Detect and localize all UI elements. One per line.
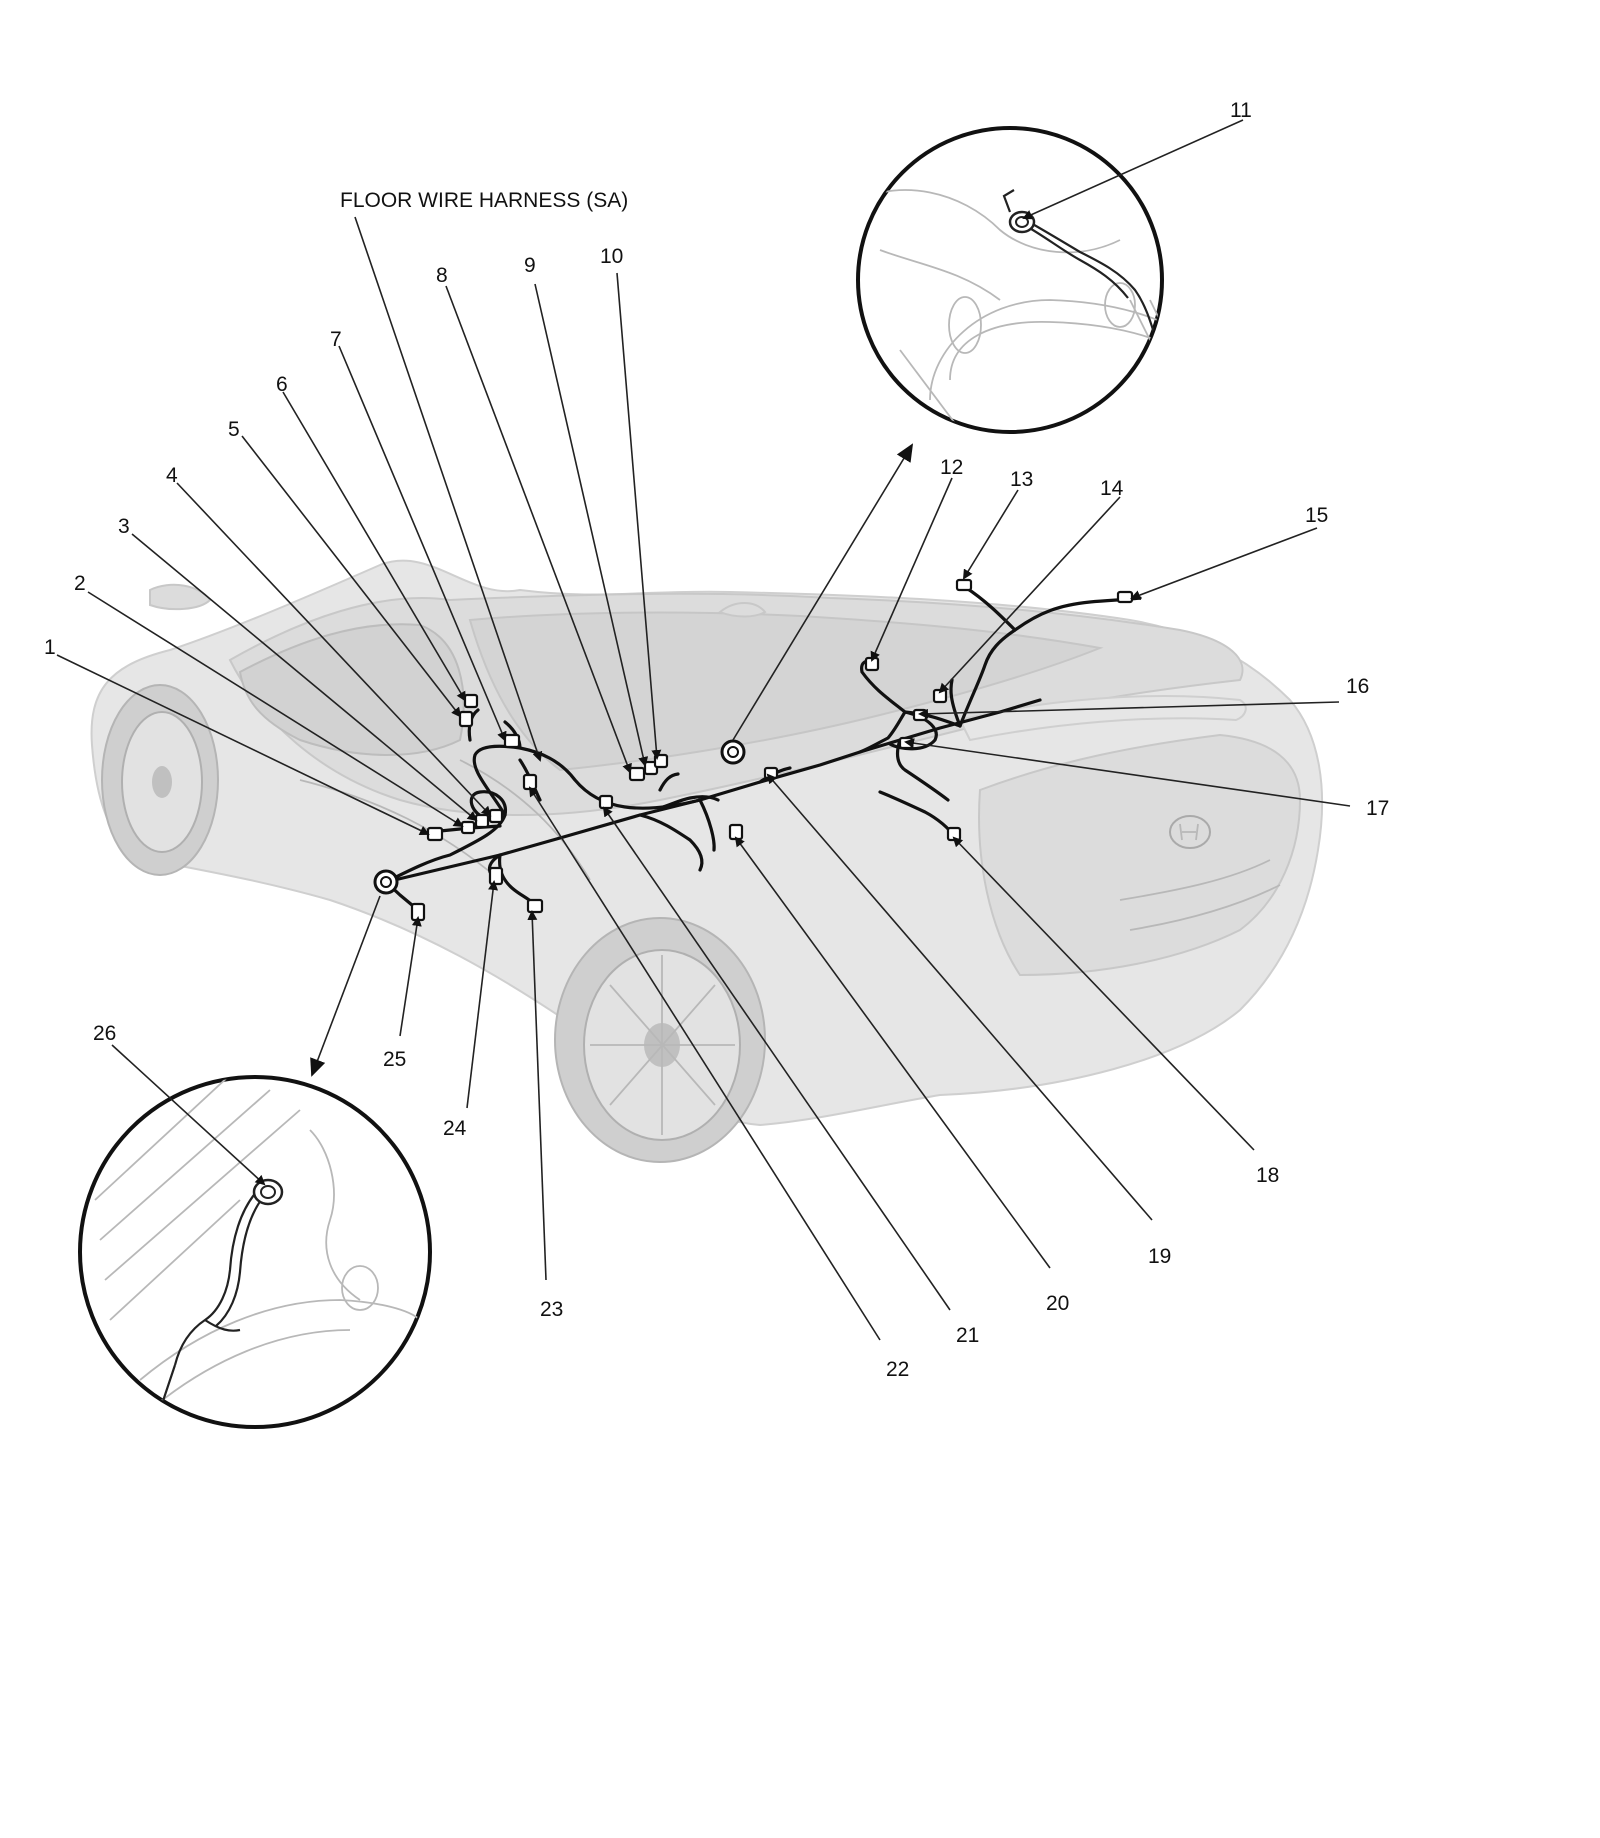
- callout-11: 11: [1230, 99, 1252, 122]
- detail-view-bottom: [78, 1075, 432, 1429]
- callout-7: 7: [330, 328, 342, 351]
- connector-19: [763, 766, 779, 780]
- connector-8: [628, 766, 646, 782]
- callout-18: 18: [1256, 1164, 1279, 1187]
- car-body-illustration: [90, 559, 1324, 1163]
- connector-3: [474, 813, 490, 829]
- callout-4: 4: [166, 464, 178, 487]
- connector-5: [458, 710, 474, 728]
- connector-25: [410, 902, 426, 922]
- callout-13: 13: [1010, 468, 1033, 491]
- connector-6: [463, 693, 479, 709]
- callout-25: 25: [383, 1048, 406, 1071]
- callout-1: 1: [44, 636, 56, 659]
- callout-12: 12: [940, 456, 963, 479]
- callout-26: 26: [93, 1022, 116, 1045]
- connector-1: [426, 826, 444, 842]
- callout-labels: 1 2 3 4 5 6 7 8 9 10 11 12 13 14 15 16 1…: [44, 99, 1389, 1381]
- connector-23: [526, 898, 544, 914]
- callout-23: 23: [540, 1298, 563, 1321]
- callout-20: 20: [1046, 1292, 1069, 1315]
- callout-22: 22: [886, 1358, 909, 1381]
- connector-16: [912, 708, 928, 722]
- callout-21: 21: [956, 1324, 979, 1347]
- callout-19: 19: [1148, 1245, 1171, 1268]
- callout-16: 16: [1346, 675, 1369, 698]
- connector-2: [460, 820, 476, 835]
- callout-6: 6: [276, 373, 288, 396]
- connector-4: [488, 808, 504, 824]
- callout-14: 14: [1100, 477, 1124, 500]
- connector-22: [522, 773, 538, 791]
- callout-5: 5: [228, 418, 240, 441]
- connector-21: [598, 794, 614, 810]
- harness-title: FLOOR WIRE HARNESS (SA): [340, 189, 628, 212]
- detail-arrow-top: [732, 443, 914, 741]
- connector-13: [955, 578, 973, 592]
- callout-17: 17: [1366, 797, 1389, 820]
- callout-24: 24: [443, 1117, 467, 1140]
- connector-20: [728, 823, 744, 841]
- callout-8: 8: [436, 264, 448, 287]
- detail-view-top: [856, 126, 1164, 434]
- detail-arrow-bottom: [310, 895, 381, 1077]
- callout-15: 15: [1305, 504, 1328, 527]
- connector-15: [1116, 590, 1134, 604]
- callout-2: 2: [74, 572, 86, 595]
- leader-lines: [56, 119, 1351, 1341]
- connector-7: [503, 733, 521, 749]
- callout-9: 9: [524, 254, 536, 277]
- callout-3: 3: [118, 515, 130, 538]
- connector-24: [488, 866, 504, 886]
- callout-10: 10: [600, 245, 623, 268]
